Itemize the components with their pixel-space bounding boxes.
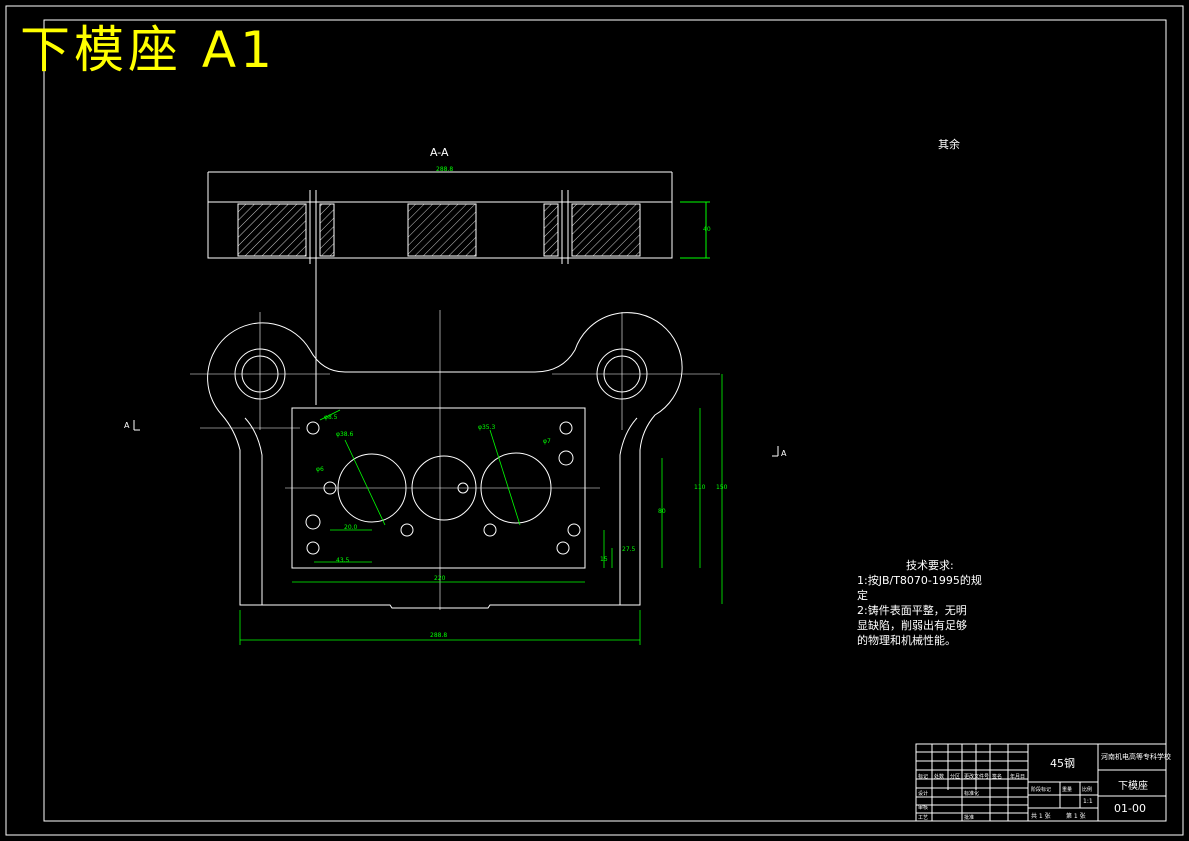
section-markers bbox=[133, 420, 779, 457]
roughness-note: 其余 bbox=[938, 138, 960, 151]
cut-mark-right: A bbox=[781, 449, 787, 458]
row-label-process: 工艺 bbox=[918, 815, 929, 821]
row-label-design: 设计 bbox=[918, 791, 929, 797]
school-name: 河南机电高等专科学校 bbox=[1101, 753, 1171, 761]
tech-req-line2: 定 bbox=[857, 589, 868, 602]
cut-mark-left: A bbox=[124, 421, 130, 430]
dim-d3: 80 bbox=[658, 508, 666, 515]
dim-dia5: φ6 bbox=[316, 466, 324, 473]
dim-d4: 27.5 bbox=[622, 546, 636, 553]
title-block bbox=[915, 743, 1167, 822]
dim-thickness: 40 bbox=[703, 226, 711, 233]
col-label-zone: 分区 bbox=[950, 774, 961, 780]
misc-approve: 批准 bbox=[964, 815, 975, 821]
plan-view bbox=[190, 310, 720, 610]
dim-dia3: φ38.6 bbox=[336, 431, 354, 438]
dim-dia2: φ35.3 bbox=[478, 424, 496, 431]
row-label-review: 审核 bbox=[918, 805, 929, 811]
part-name: 下模座 bbox=[1118, 781, 1148, 792]
tech-req-line4: 显缺陷，削弱出有足够 bbox=[857, 619, 967, 632]
inner-frame bbox=[43, 19, 1167, 822]
material-label: 45钢 bbox=[1050, 757, 1075, 770]
section-label: A-A bbox=[430, 146, 449, 159]
dim-d5: 15 bbox=[600, 556, 608, 563]
outer-frame bbox=[5, 5, 1184, 836]
dim-d2: 150 bbox=[716, 484, 728, 491]
sheet-total: 共 1 张 bbox=[1031, 813, 1051, 820]
tech-req-line1: 1:按JB/T8070-1995的规 bbox=[857, 574, 982, 587]
misc-standardize: 标准化 bbox=[964, 791, 980, 797]
sheet-title: 下模座 A1 bbox=[20, 21, 276, 79]
col-label-doc: 更改文件号 bbox=[964, 774, 990, 780]
tech-req-heading: 技术要求: bbox=[906, 559, 954, 572]
stage-label-weight: 重量 bbox=[1062, 787, 1073, 793]
stage-label-scale: 比例 bbox=[1082, 787, 1093, 793]
dim-d6: 43.5 bbox=[336, 557, 350, 564]
dim-inner-width: 220 bbox=[434, 575, 446, 582]
dimension-lines bbox=[239, 374, 723, 645]
col-label-mark: 标记 bbox=[918, 774, 929, 780]
stage-label-mark: 阶段标记 bbox=[1031, 787, 1052, 793]
dim-overall-width: 288.8 bbox=[430, 632, 448, 639]
tech-req-line3: 2:铸件表面平整，无明 bbox=[857, 604, 967, 617]
dim-dia4: φ7 bbox=[543, 438, 551, 445]
col-label-sign: 签名 bbox=[992, 774, 1003, 780]
col-label-count: 处数 bbox=[934, 774, 945, 780]
dim-d7: 20.0 bbox=[344, 524, 358, 531]
sheet-number: 第 1 张 bbox=[1066, 813, 1086, 820]
col-label-date: 年月日 bbox=[1010, 774, 1026, 780]
dim-top-length: 288.8 bbox=[436, 166, 454, 173]
dim-d1: 110 bbox=[694, 484, 706, 491]
scale-value: 1:1 bbox=[1083, 798, 1093, 805]
drawing-number: 01-00 bbox=[1114, 802, 1146, 815]
dim-dia1: φ8.5 bbox=[324, 414, 338, 421]
section-view bbox=[207, 171, 710, 405]
tech-req-line5: 的物理和机械性能。 bbox=[857, 634, 956, 647]
